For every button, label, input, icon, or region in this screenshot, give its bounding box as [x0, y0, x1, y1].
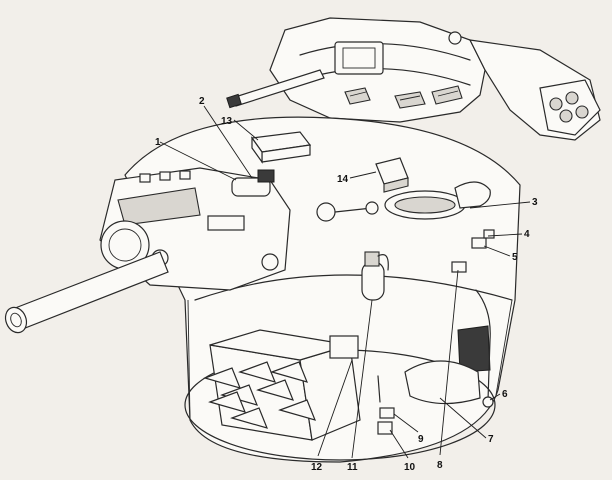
leader-lines — [159, 105, 531, 459]
item-13-box — [250, 131, 312, 164]
callout-9: 9 — [418, 434, 424, 445]
item-10-plug — [377, 421, 393, 435]
commander-cupola — [269, 17, 486, 123]
callout-labels: 1 2 3 4 5 6 7 8 9 10 11 12 13 14 — [155, 96, 538, 473]
callout-5: 5 — [512, 252, 518, 263]
callout-10: 10 — [404, 462, 416, 473]
item-4-clip-b — [483, 229, 495, 239]
main-gun-barrel — [4, 251, 169, 334]
callout-8: 8 — [437, 460, 443, 471]
cupola-machine-gun — [226, 69, 325, 109]
turret-bustle — [468, 39, 601, 141]
callout-14: 14 — [337, 174, 349, 185]
item-7-radio-set — [404, 289, 494, 408]
callout-1: 1 — [155, 137, 161, 148]
callout-13: 13 — [221, 116, 233, 127]
item-12-ammo-rack — [203, 329, 361, 441]
item-9-cord — [377, 375, 381, 403]
item-9-socket — [379, 407, 395, 419]
callout-6: 6 — [502, 389, 508, 400]
item-1-2-sight — [207, 169, 275, 231]
callout-2: 2 — [199, 96, 205, 107]
item-8-switch — [451, 261, 467, 273]
ammo-rounds — [203, 361, 317, 429]
callout-4: 4 — [524, 229, 530, 240]
item-14-box — [375, 157, 409, 193]
item-3-pistol-port — [384, 181, 491, 220]
callout-12: 12 — [311, 462, 323, 473]
elevation-handwheel — [316, 201, 379, 222]
callout-3: 3 — [532, 197, 538, 208]
item-4-clip — [471, 237, 487, 249]
callout-7: 7 — [488, 434, 494, 445]
callout-11: 11 — [347, 462, 358, 473]
item-11-fire-extinguisher — [361, 251, 389, 301]
